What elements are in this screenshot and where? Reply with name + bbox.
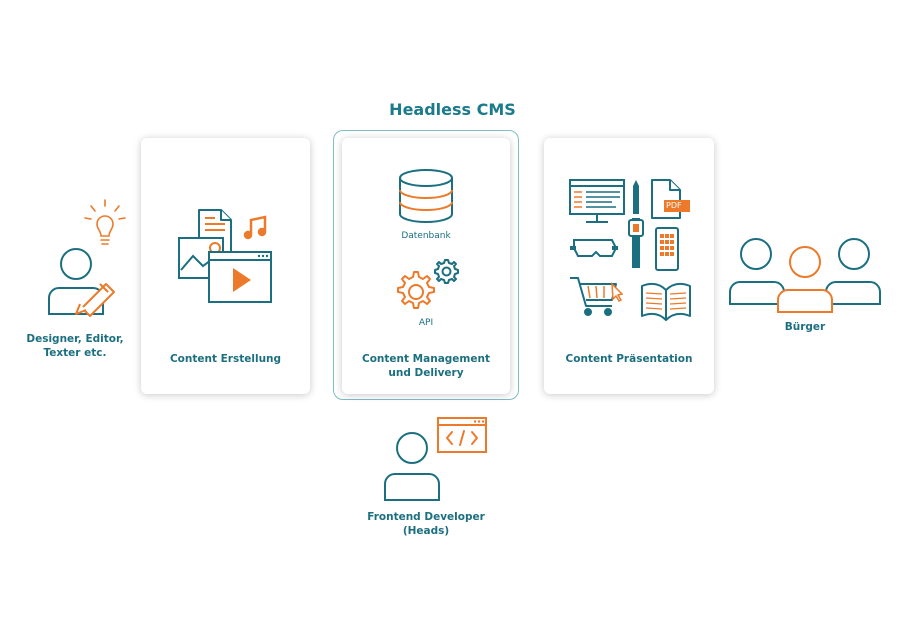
content-management-label: Content Management und Delivery <box>362 353 490 379</box>
content-management-card: Datenbank API Content Management und Del… <box>342 138 510 394</box>
media-content-icon <box>178 209 272 303</box>
output-channels-icon <box>569 179 691 321</box>
frontend-developer-icon <box>384 417 487 501</box>
api-label: API <box>418 318 434 328</box>
gears-icon <box>397 259 459 309</box>
database-label: Datenbank <box>401 231 451 241</box>
content-creation-label: Content Erstellung <box>169 353 282 365</box>
content-presentation-label: Content Präsentation <box>565 353 693 365</box>
lightbulb-icon <box>84 199 126 245</box>
diagram-title: Headless CMS <box>389 100 516 119</box>
content-creation-card: Content Erstellung <box>141 138 310 394</box>
citizens-group-icon <box>729 238 881 313</box>
database-icon <box>399 169 453 223</box>
content-presentation-card: PDF Content Präsentation <box>544 138 714 394</box>
frontend-developer-label: Frontend Developer (Heads) <box>367 511 485 537</box>
pdf-badge-label: PDF <box>666 201 682 210</box>
citizens-label: Bürger <box>784 321 826 333</box>
pencil-icon <box>75 283 115 317</box>
designer-label: Designer, Editor, Texter etc. <box>26 333 124 359</box>
headless-cms-frame <box>333 130 519 400</box>
